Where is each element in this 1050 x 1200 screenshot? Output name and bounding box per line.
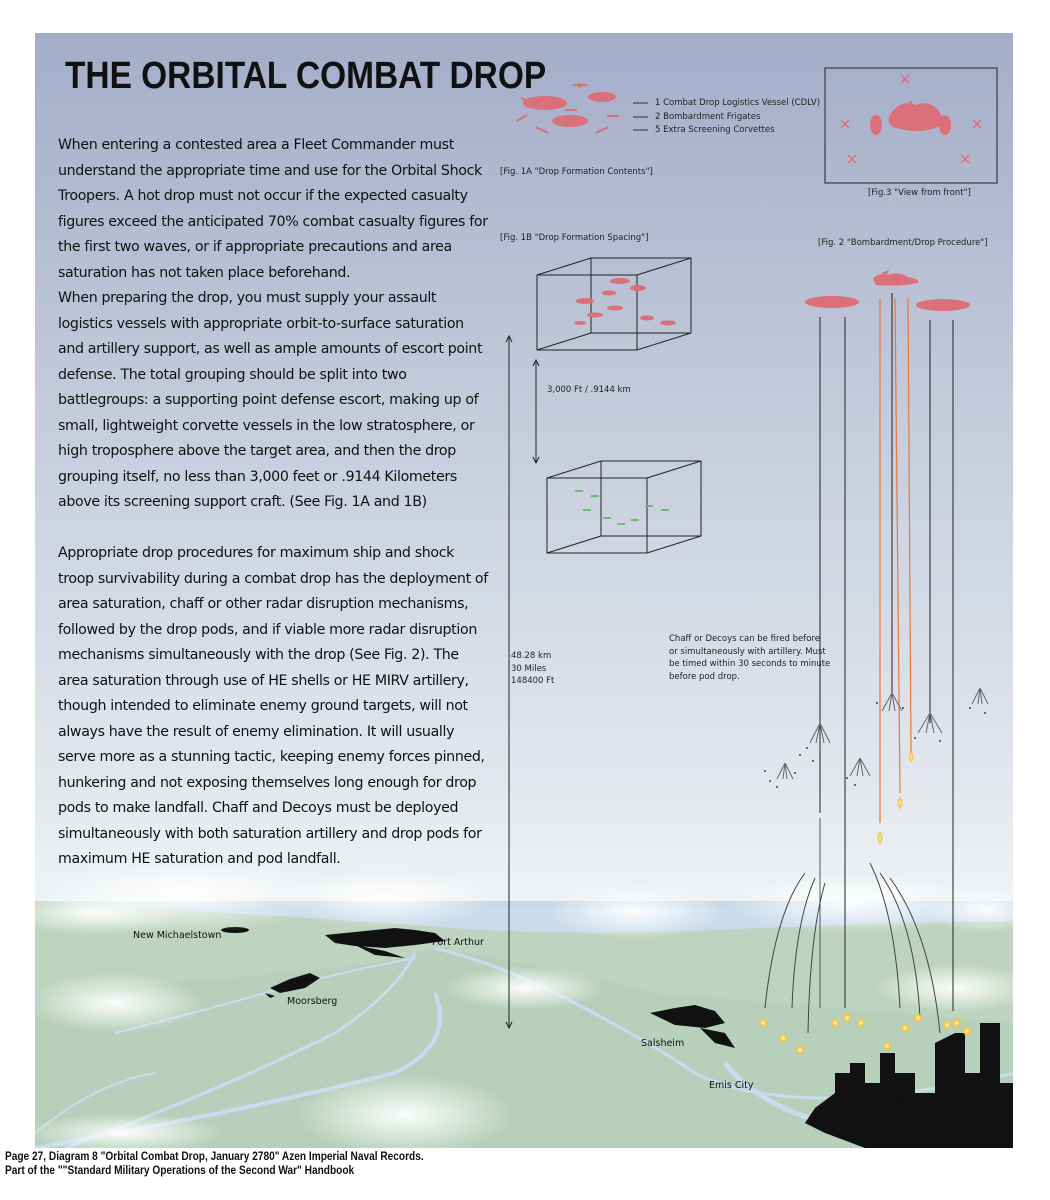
fig1a-formation xyxy=(516,83,619,134)
pod-impacts xyxy=(758,1013,972,1055)
fig2-shell-flashes xyxy=(877,751,914,845)
fig2-artillery-lines xyxy=(879,297,912,823)
illustration xyxy=(35,67,1013,1148)
chaff-particles xyxy=(764,702,986,788)
spacing-arrow xyxy=(532,358,540,465)
altitude-label: 48.28 km 30 Miles 148400 Ft xyxy=(511,651,555,686)
city-label-port-arthur: Port Arthur xyxy=(432,937,484,948)
chaff-note: Chaff or Decoys can be fired before or s… xyxy=(669,634,831,682)
footer-line-2: Part of the ""Standard Military Operatio… xyxy=(5,1165,355,1177)
fig3-caption: [Fig.3 "View from front"] xyxy=(868,188,971,198)
page-title: THE ORBITAL COMBAT DROP xyxy=(65,55,547,97)
preparation-paragraph: When preparing the drop, you must supply… xyxy=(58,290,483,510)
terrain-map xyxy=(35,901,1013,1148)
city-label-new-michaelstown: New Michaelstown xyxy=(133,930,222,941)
legend-item-frigates: 2 Bombardment Frigates xyxy=(655,112,761,122)
fig1b-caption: [Fig. 1B "Drop Formation Spacing"] xyxy=(500,233,649,243)
chaff-bursts xyxy=(776,687,989,780)
altitude-arrow xyxy=(505,334,513,1030)
fig3-view xyxy=(824,67,998,184)
clouds xyxy=(35,857,1013,1148)
procedure-paragraph: Appropriate drop procedures for maximum … xyxy=(58,545,488,867)
fig1b-upper-ships xyxy=(574,278,676,326)
poster: THE ORBITAL COMBAT DROP When entering a … xyxy=(35,33,1013,1148)
fig1a-legend-lines xyxy=(633,102,648,131)
fig1b-upper-box xyxy=(536,257,692,351)
legend-item-corvettes: 5 Extra Screening Corvettes xyxy=(655,125,775,135)
intro-paragraph: When entering a contested area a Fleet C… xyxy=(58,137,488,281)
fig2-caption: [Fig. 2 "Bombardment/Drop Procedure"] xyxy=(818,238,988,248)
city-label-moorsberg: Moorsberg xyxy=(287,996,338,1007)
city-silhouettes xyxy=(265,928,1013,1148)
fig1a-caption: [Fig. 1A "Drop Formation Contents"] xyxy=(500,167,653,177)
footer-line-1: Page 27, Diagram 8 "Orbital Combat Drop,… xyxy=(5,1151,424,1163)
fig2-fleet xyxy=(805,270,970,311)
fig2-pod-lines xyxy=(819,293,954,1011)
fig1b-lower-escorts xyxy=(575,490,669,525)
pod-descent-arcs xyxy=(764,862,941,1034)
spacing-label: 3,000 Ft / .9144 km xyxy=(547,385,631,395)
fig1b-lower-box xyxy=(546,460,702,554)
city-label-emis-city: Emis City xyxy=(709,1080,754,1091)
city-label-salsheim: Salsheim xyxy=(641,1038,685,1049)
legend-item-cdlv: 1 Combat Drop Logistics Vessel (CDLV) xyxy=(655,98,821,108)
